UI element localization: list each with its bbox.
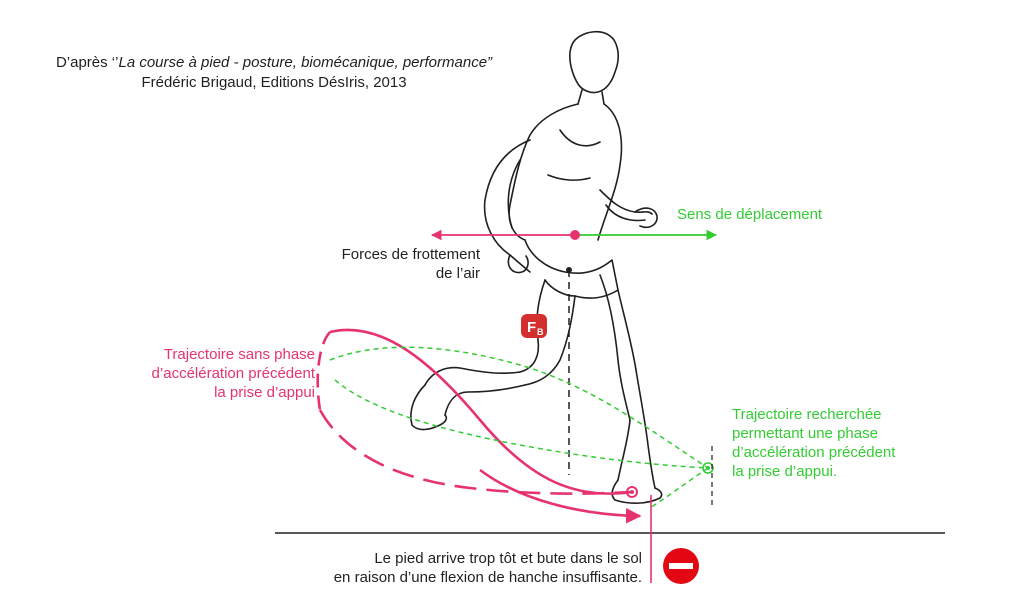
fb-badge: F B xyxy=(521,314,547,338)
fb-badge-subscript: B xyxy=(537,327,544,337)
air-friction-label: Forces de frottement de l’air xyxy=(300,245,480,283)
trajectory-good-label: Trajectoire recherchée permettant une ph… xyxy=(732,405,895,481)
trajectory-bad-line3: la prise d’appui xyxy=(214,384,315,401)
foot-contact-pink xyxy=(626,486,638,498)
warning-text: Le pied arrive trop tôt et bute dans le … xyxy=(290,549,642,587)
source-credit-line2: Frédéric Brigaud, Editions DésIris, 2013 xyxy=(141,74,407,91)
air-friction-line1: Forces de frottement xyxy=(341,246,480,263)
source-credit-line1: D’après ‘’La course à pied - posture, bi… xyxy=(55,54,493,71)
trajectory-good-line1: Trajectoire recherchée xyxy=(732,406,882,423)
trajectory-bad-line2: d’accélération précédent xyxy=(151,365,315,382)
trajectory-bad-label: Trajectoire sans phase d’accélération pr… xyxy=(100,345,315,402)
book-title: La course à pied - posture, biomécanique… xyxy=(118,54,493,71)
air-friction-line2: de l’air xyxy=(435,265,480,282)
trajectory-good-line3: d’accélération précédent xyxy=(732,444,896,461)
trajectory-bad-line1: Trajectoire sans phase xyxy=(163,346,315,363)
fb-badge-letter: F xyxy=(527,319,536,336)
runner-figure xyxy=(410,30,663,504)
warning-line2: en raison d’une flexion de hanche insuff… xyxy=(333,569,642,586)
target-point-green xyxy=(702,462,714,474)
direction-label: Sens de déplacement xyxy=(677,206,823,223)
trajectory-good xyxy=(329,346,709,509)
source-credit: D’après ‘’La course à pied - posture, bi… xyxy=(0,53,548,93)
trajectory-good-line2: permettant une phase xyxy=(732,425,878,442)
no-entry-icon xyxy=(663,548,699,584)
warning-line1: Le pied arrive trop tôt et bute dans le … xyxy=(374,550,642,567)
trajectory-good-line4: la prise d’appui. xyxy=(732,463,838,480)
trajectory-bad xyxy=(316,328,642,524)
center-of-mass-dot xyxy=(570,230,580,240)
